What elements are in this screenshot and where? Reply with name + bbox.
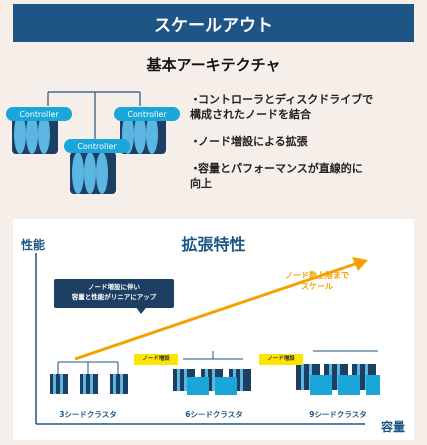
- node-right: Controller: [114, 107, 180, 154]
- cluster-3-nodes: [50, 361, 128, 394]
- cluster-label-3: 3シードクラスタ: [59, 410, 117, 419]
- controller-label-right: Controller: [127, 110, 167, 119]
- page-title: スケールアウト: [154, 15, 273, 36]
- y-axis-label: 性能: [21, 238, 46, 252]
- x-axis-label: 容量: [381, 420, 406, 434]
- controller-label-center: Controller: [77, 142, 117, 151]
- controller-label-left: Controller: [19, 110, 59, 119]
- node-center: Controller: [64, 139, 130, 194]
- connector-lines: [47, 91, 141, 139]
- architecture-diagram: Controller Controller Controller: [6, 91, 180, 194]
- cluster-6-nodes: [173, 351, 251, 395]
- cluster-label-6: 6シードクラスタ: [185, 410, 243, 419]
- node-add-tag: ノード増設: [259, 354, 303, 365]
- architecture-title: 基本アーキテクチャ: [146, 56, 281, 74]
- scaling-chart: [35, 253, 380, 425]
- growth-arrow-head: [352, 257, 368, 271]
- bullet-item: ・ノード増設による拡張: [190, 135, 308, 148]
- node-add-tag: ノード増設: [134, 354, 178, 365]
- architecture-bullets: ・コントローラとディスクドライブで 構成されたノードを結合 ・ノード増設による拡…: [190, 92, 427, 203]
- linear-growth-callout: ノード増設に伴い 容量と性能がリニアにアップ: [54, 279, 174, 308]
- bullet-item: ・コントローラとディスクドライブで 構成されたノードを結合: [190, 93, 374, 121]
- header-banner: スケールアウト: [13, 4, 414, 42]
- cluster-label-9: 9シードクラスタ: [309, 410, 367, 419]
- node-left: Controller: [6, 107, 72, 154]
- chart-title: 拡張特性: [181, 235, 246, 254]
- scale-limit-annotation: ノード数上限まで スケール: [285, 271, 349, 291]
- cluster-9-nodes: [296, 350, 380, 395]
- scaling-chart-panel: 性能 拡張特性 ノード数上限まで スケール ノード増設に伴い 容量と性能がリニア…: [13, 219, 414, 440]
- growth-arrow-line: [74, 261, 359, 361]
- bullet-item: ・容量とパフォーマンスが直線的に 向上: [190, 162, 363, 190]
